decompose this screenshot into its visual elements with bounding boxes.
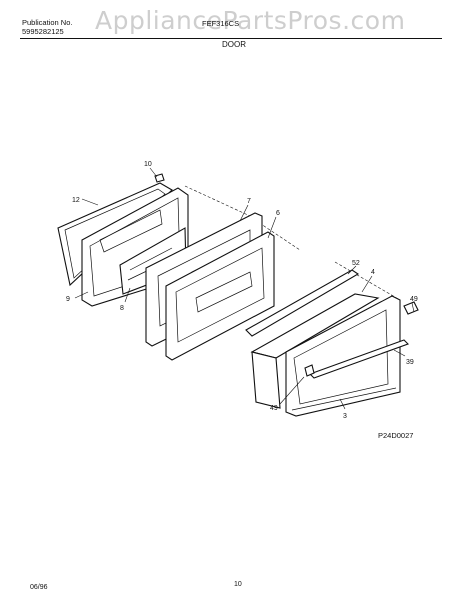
trim-strip: [245, 269, 360, 337]
callout-12: 12: [72, 197, 80, 204]
callout-4: 4: [371, 269, 375, 276]
page-number: 10: [234, 581, 242, 588]
diagram-code: P24D0027: [378, 431, 413, 440]
callout-3: 3: [343, 413, 347, 420]
model-number: FEF316CS: [202, 19, 240, 28]
callout-8: 8: [120, 305, 124, 312]
watermark: AppliancePartsPros.com: [95, 6, 406, 35]
handle-cap-left: [304, 364, 315, 377]
door-frame: [165, 231, 275, 361]
callout-39: 39: [406, 359, 414, 366]
section-title: DOOR: [222, 40, 246, 49]
callout-49-left: 49: [270, 405, 278, 412]
callout-10: 10: [144, 161, 152, 168]
outer-door: [285, 295, 401, 417]
publication-label: Publication No.: [22, 18, 73, 27]
outer-door-glass: [250, 293, 380, 409]
callout-9: 9: [66, 296, 70, 303]
footer-date: 06/96: [30, 584, 48, 591]
explosion-line: [184, 185, 401, 301]
callout-6: 6: [276, 210, 280, 217]
publication-info: Publication No. 5995282125: [22, 18, 72, 36]
callout-7: 7: [247, 198, 251, 205]
door-handle: [308, 339, 410, 379]
callout-52: 52: [352, 260, 360, 267]
handle-cap-right: [403, 301, 419, 315]
callout-49-right: 49: [410, 296, 418, 303]
screw: [154, 173, 165, 183]
publication-number: 5995282125: [22, 27, 64, 36]
header-rule: [20, 38, 442, 39]
